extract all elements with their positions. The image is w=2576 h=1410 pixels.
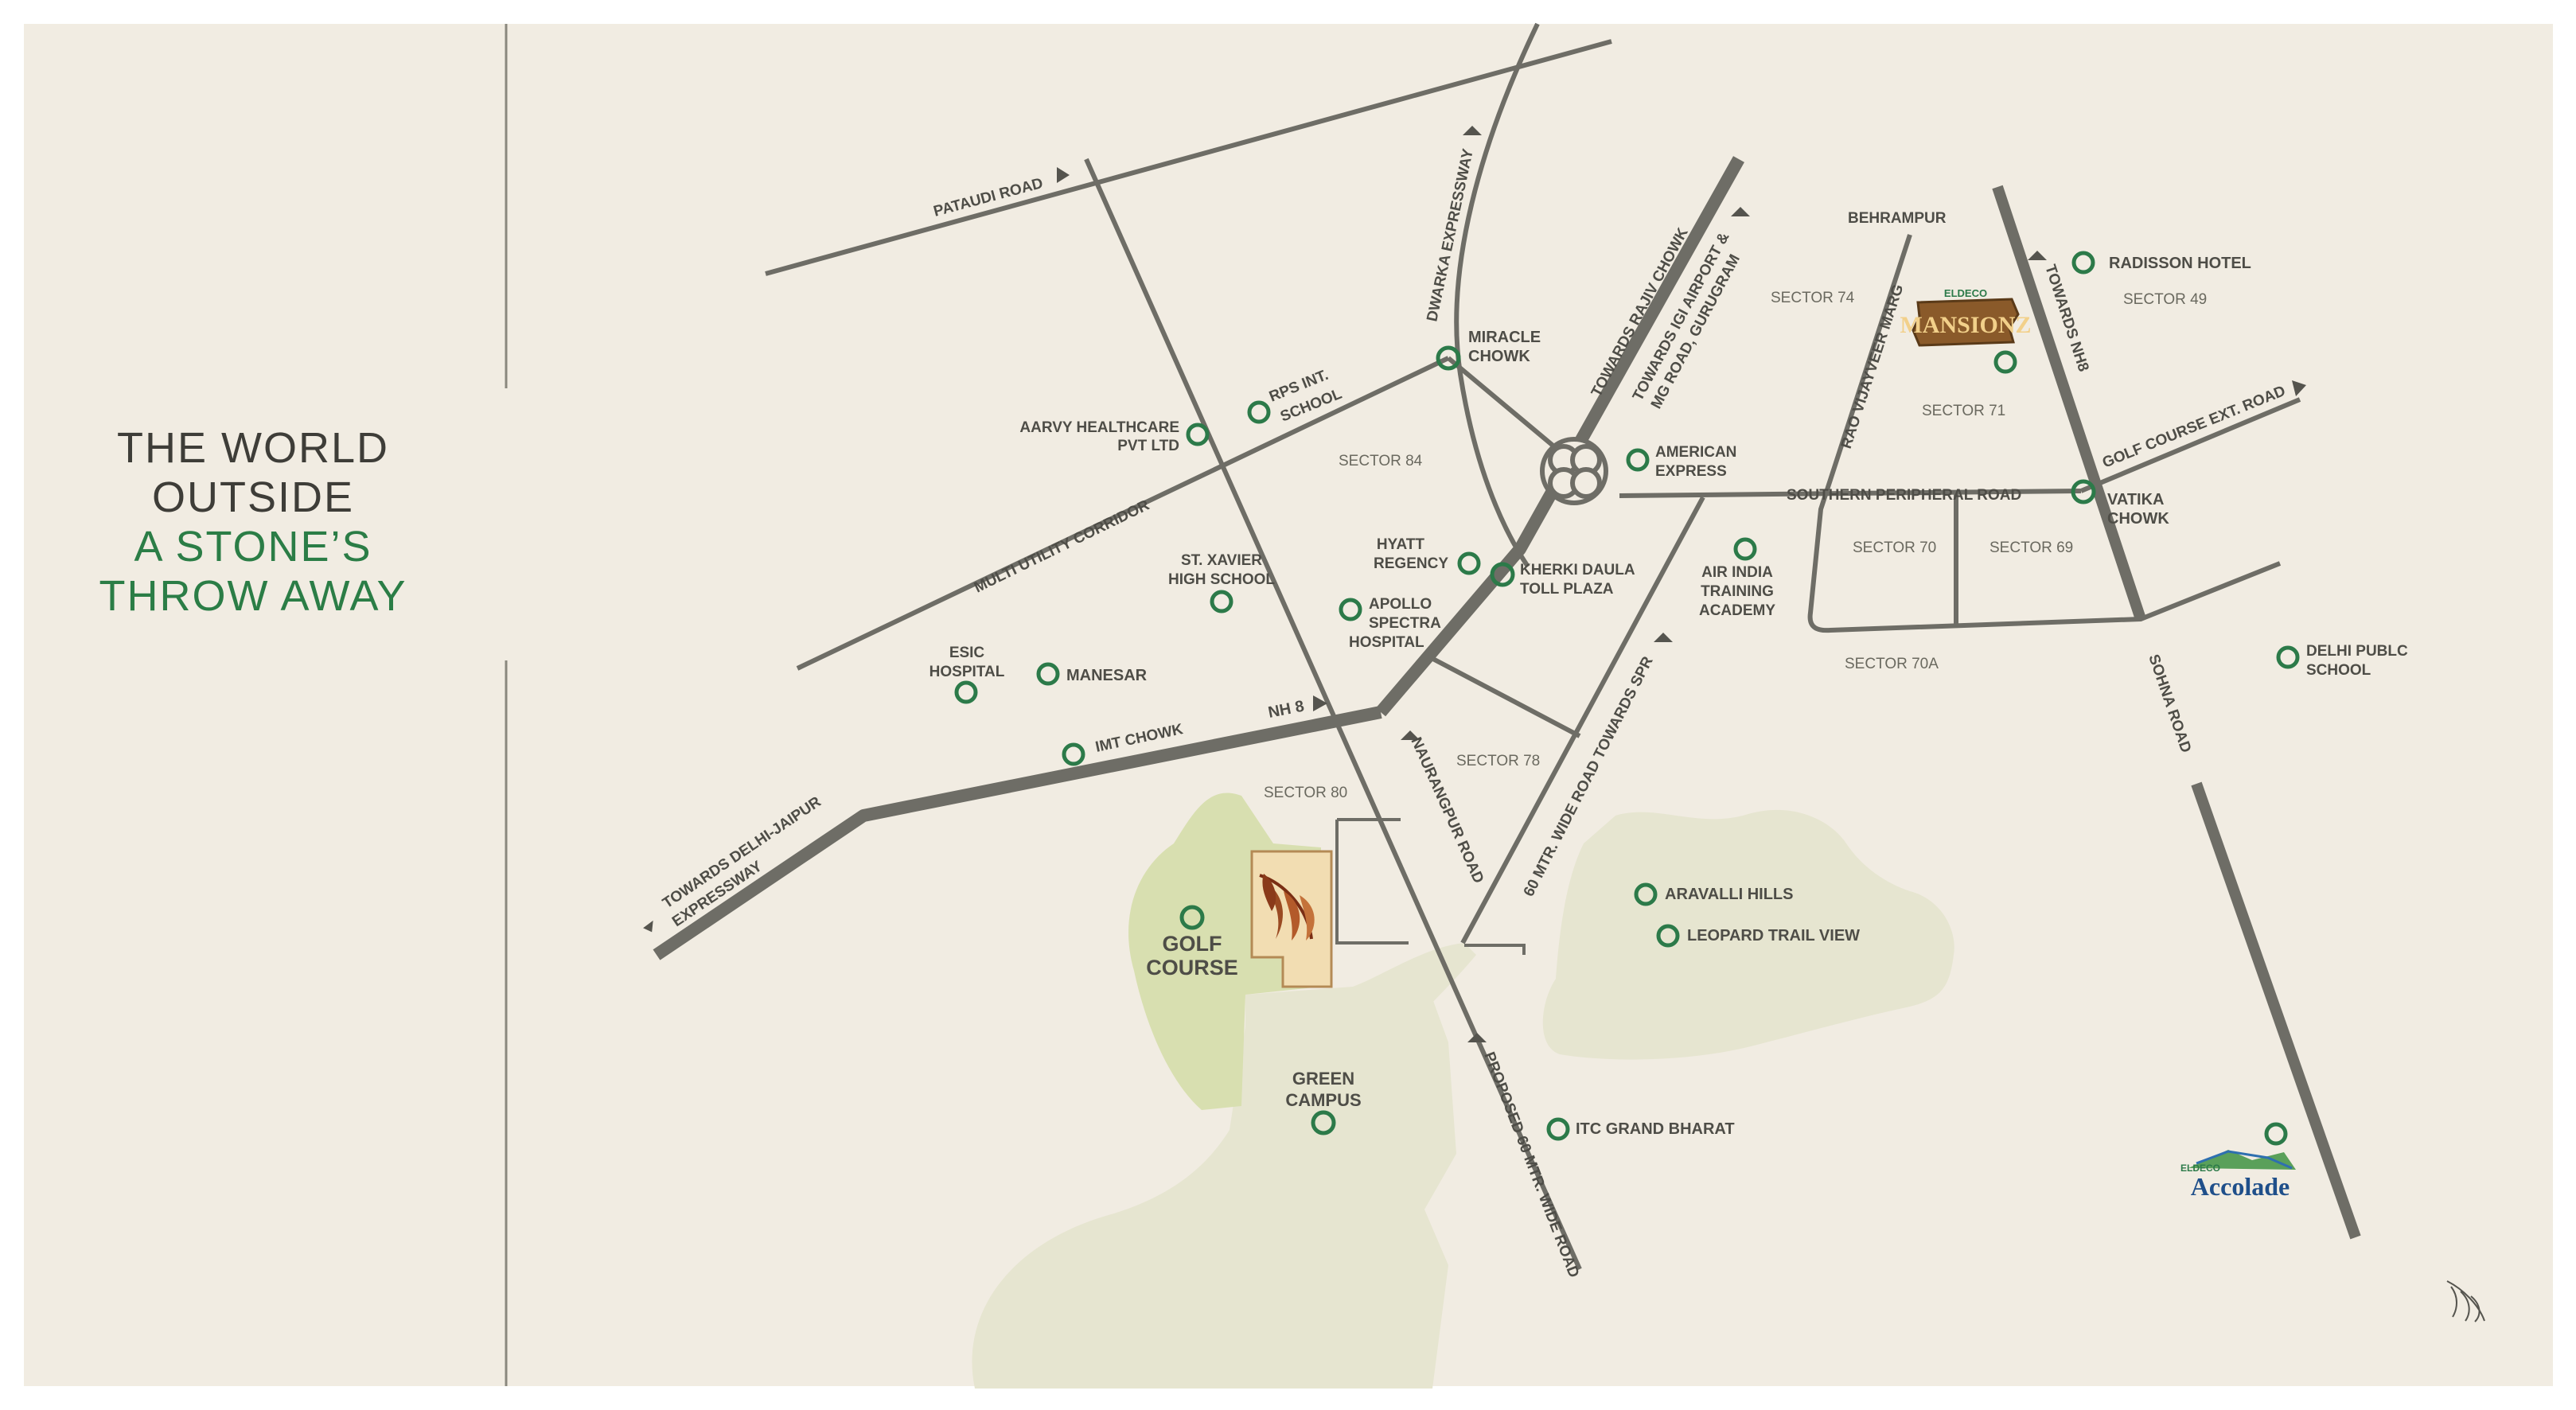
svg-text:MANSIONZ: MANSIONZ	[1900, 312, 2031, 338]
accolade-logo: ELDECO Accolade	[2180, 1150, 2296, 1201]
label-airindia-3: ACADEMY	[1699, 602, 1775, 619]
label-airindia-1: AIR INDIA	[1701, 564, 1773, 581]
sohna-road-upper	[1992, 185, 2146, 621]
label-golf-1: GOLF	[1163, 932, 1222, 956]
mansionz-logo: ELDECO MANSIONZ	[1900, 287, 2032, 347]
sector-84-label: SECTOR 84	[1339, 453, 1423, 469]
label-dps-1: DELHI PUBLC	[2306, 643, 2408, 660]
label-esic-2: HOSPITAL	[929, 664, 1005, 680]
label-miracle-1: MIRACLE	[1468, 329, 1541, 346]
label-apollo-2: SPECTRA	[1369, 615, 1441, 632]
project-access-road-b	[1335, 820, 1409, 945]
cloverleaf-interchange	[1540, 437, 1608, 505]
label-golf-2: COURSE	[1146, 956, 1238, 980]
label-behrampur: BEHRAMPUR	[1848, 210, 1947, 227]
direction-arrow-icon	[643, 126, 2306, 1042]
label-aarvy-2: PVT LTD	[1117, 438, 1179, 454]
golf-course-ext-road	[2079, 397, 2301, 493]
label-aarvy-1: AARVY HEALTHCARE	[1019, 419, 1179, 436]
label-green-1: GREEN	[1292, 1069, 1354, 1089]
southern-peripheral-road	[1619, 489, 2082, 498]
nh8-highway	[653, 706, 1382, 960]
headline-line-2: OUTSIDE	[151, 473, 355, 521]
label-itc: ITC GRAND BHARAT	[1576, 1120, 1735, 1138]
label-hyatt-1: HYATT	[1377, 536, 1425, 553]
sohna-road-lower	[2191, 781, 2361, 1240]
sector-78-road	[1427, 654, 1581, 738]
sector-80-label: SECTOR 80	[1264, 785, 1347, 801]
sector-74-label: SECTOR 74	[1771, 290, 1855, 306]
sector-78-label: SECTOR 78	[1456, 753, 1540, 769]
sector-49-label: SECTOR 49	[2123, 291, 2207, 308]
label-airindia-2: TRAINING	[1701, 583, 1774, 600]
label-aravalli: ARAVALLI HILLS	[1665, 886, 1793, 903]
aravalli-hills-area	[1542, 809, 1954, 1060]
multi-utility-corridor	[796, 356, 1450, 671]
sector-70-label: SECTOR 70	[1853, 539, 1936, 556]
sector-70a-label: SECTOR 70A	[1845, 656, 1939, 672]
label-apollo-3: HOSPITAL	[1349, 634, 1424, 651]
svg-text:ELDECO: ELDECO	[1944, 287, 1987, 299]
feather-logo-icon	[1259, 874, 1315, 941]
label-kherki-1: KHERKI DAULA	[1520, 562, 1635, 578]
headline-line-3: A STONE’S	[134, 523, 372, 571]
pataudi-road	[765, 39, 1612, 276]
rao-vijayveer-marg	[1807, 234, 2282, 633]
sector-71-label: SECTOR 71	[1922, 403, 2005, 419]
label-vatika-2: CHOWK	[2107, 510, 2169, 528]
label-esic-1: ESIC	[949, 645, 985, 661]
label-apollo-1: APOLLO	[1369, 596, 1432, 613]
svg-text:Accolade: Accolade	[2191, 1172, 2290, 1201]
label-vatika-1: VATIKA	[2107, 491, 2164, 508]
label-manesar: MANESAR	[1066, 667, 1148, 684]
wide-road-towards-spr	[1460, 496, 1705, 945]
label-leopard: LEOPARD TRAIL VIEW	[1687, 927, 1860, 945]
road-label-spr: SOUTHERN PERIPHERAL ROAD	[1787, 487, 2021, 504]
label-miracle-2: CHOWK	[1468, 348, 1530, 365]
sector-69-label: SECTOR 69	[1989, 539, 2073, 556]
label-dps-2: SCHOOL	[2306, 662, 2371, 679]
naurangpur-road	[1084, 158, 1582, 1271]
label-xavier-2: HIGH SCHOOL	[1168, 571, 1275, 588]
label-kherki-2: TOLL PLAZA	[1520, 581, 1614, 598]
headline-line-1: THE WORLD	[117, 424, 389, 472]
label-xavier-1: ST. XAVIER	[1181, 552, 1262, 569]
label-amex-2: EXPRESS	[1655, 463, 1727, 480]
label-radisson: RADISSON HOTEL	[2109, 255, 2251, 272]
label-hyatt-2: REGENCY	[1374, 555, 1448, 572]
nh8-towards-rajiv-chowk	[1375, 156, 1744, 717]
circle-marker-icon	[954, 251, 2300, 1146]
project-access-road-a	[1464, 944, 1526, 955]
svg-text:ELDECO: ELDECO	[2180, 1163, 2220, 1174]
green-campus-upper	[1245, 943, 1476, 1139]
label-amex-1: AMERICAN	[1655, 444, 1736, 461]
label-green-2: CAMPUS	[1285, 1090, 1361, 1110]
headline-line-4: THROW AWAY	[99, 572, 407, 620]
feather-logo-icon	[2446, 1280, 2485, 1322]
